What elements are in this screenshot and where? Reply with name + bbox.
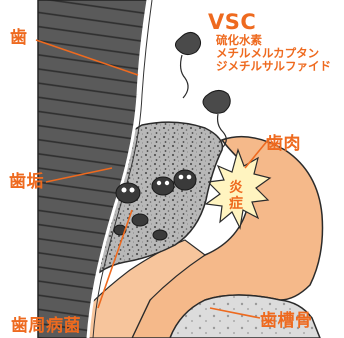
tooth-label: 歯 [10,30,28,47]
inflammation-char-1: 炎 [229,180,243,196]
vsc-compound-dimethyl-sulfide: ジメチルサルファイド [216,60,331,73]
bacterium [174,170,196,190]
gum-label: 歯肉 [266,136,301,153]
bacteria-label: 歯周病菌 [11,318,81,335]
vsc-particle [203,90,230,113]
plaque-label: 歯垢 [9,174,44,191]
inflammation-char-2: 症 [229,196,243,212]
bacterium [132,214,148,226]
vsc-compound-list: 硫化水素 メチルメルカプタン ジメチルサルファイド [216,34,331,73]
bacterium [153,230,167,240]
inflammation-label: 炎 症 [229,180,243,212]
vsc-label: VSC [208,12,256,33]
bacterium [116,183,140,203]
bacterium [152,177,174,195]
bone-label: 歯槽骨 [260,313,313,330]
vsc-particle [175,32,200,54]
